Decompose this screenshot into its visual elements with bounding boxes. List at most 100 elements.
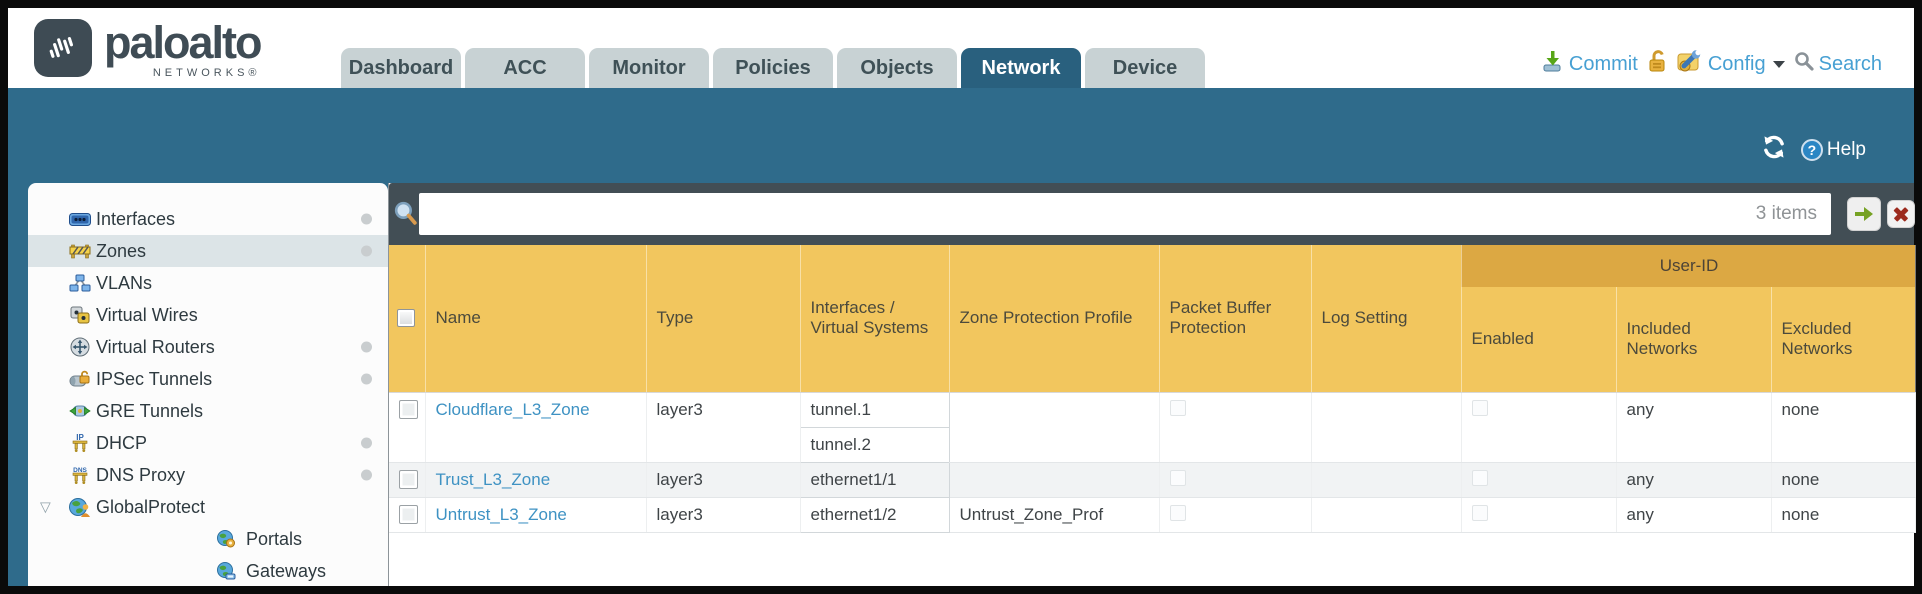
lock-icon bbox=[1647, 49, 1668, 79]
tab-monitor[interactable]: Monitor bbox=[589, 48, 709, 88]
user-id-enabled-cell bbox=[1461, 497, 1617, 533]
help-label: Help bbox=[1826, 139, 1866, 160]
col-header-name[interactable]: Name bbox=[425, 245, 647, 393]
row-select-checkbox[interactable] bbox=[399, 469, 418, 489]
portals-icon bbox=[214, 528, 238, 550]
row-select-cell bbox=[389, 392, 426, 463]
col-header-enabled[interactable]: Enabled bbox=[1461, 287, 1617, 393]
col-header-log-setting[interactable]: Log Setting bbox=[1311, 245, 1462, 393]
user-id-enabled-checkbox[interactable] bbox=[1471, 504, 1488, 521]
col-header-excluded-networks[interactable]: Excluded Networks bbox=[1771, 287, 1916, 393]
gre-tunnels-icon bbox=[68, 400, 92, 422]
row-select-cell bbox=[389, 497, 426, 533]
virtual-wires-icon bbox=[68, 304, 92, 326]
col-header-included-networks[interactable]: Included Networks bbox=[1616, 287, 1772, 393]
packet-buffer-cell bbox=[1159, 392, 1312, 463]
tab-network[interactable]: Network bbox=[961, 48, 1081, 88]
tab-dashboard[interactable]: Dashboard bbox=[341, 48, 461, 88]
log-setting-cell bbox=[1311, 392, 1462, 463]
config-label: Config bbox=[1707, 52, 1766, 75]
sidebar-item-zones[interactable]: Zones bbox=[28, 235, 388, 267]
close-icon bbox=[1888, 201, 1914, 227]
zone-name-cell: Trust_L3_Zone bbox=[425, 462, 647, 498]
commit-button[interactable]: Commit bbox=[1540, 49, 1638, 79]
sidebar-item-virtual-wires[interactable]: Virtual Wires bbox=[28, 299, 388, 331]
status-dot-icon bbox=[361, 213, 372, 225]
interface-cell: ethernet1/2 bbox=[799, 496, 950, 533]
col-header-type[interactable]: Type bbox=[646, 245, 801, 393]
sidebar-item-label: DNS Proxy bbox=[96, 464, 186, 485]
networks-label: NETWORKS® bbox=[152, 67, 261, 80]
sidebar-item-virtual-routers[interactable]: Virtual Routers bbox=[28, 331, 388, 363]
filter-toolbar: 3 items bbox=[389, 183, 1915, 245]
excluded-networks-cell: none bbox=[1771, 392, 1916, 463]
sidebar-item-globalprotect[interactable]: ▽ GlobalProtect bbox=[28, 491, 388, 523]
globalprotect-icon bbox=[68, 496, 92, 518]
clear-filter-button[interactable] bbox=[1887, 200, 1915, 228]
zone-name-cell: Untrust_L3_Zone bbox=[425, 497, 647, 533]
commit-icon bbox=[1540, 49, 1564, 79]
search-icon bbox=[1794, 51, 1814, 77]
apply-filter-button[interactable] bbox=[1847, 197, 1881, 231]
paloalto-logo: paloalto NETWORKS® bbox=[34, 17, 263, 80]
help-button[interactable]: ? Help bbox=[1800, 139, 1866, 161]
expander-icon[interactable]: ▽ bbox=[40, 498, 51, 515]
tab-device[interactable]: Device bbox=[1085, 48, 1205, 88]
sidebar-item-gre-tunnels[interactable]: GRE Tunnels bbox=[28, 395, 388, 427]
sidebar-item-gateways[interactable]: Gateways bbox=[28, 555, 388, 586]
user-id-enabled-checkbox[interactable] bbox=[1471, 469, 1488, 486]
paloalto-logo-icon bbox=[34, 19, 92, 77]
sidebar-item-label: Virtual Routers bbox=[96, 336, 215, 357]
filter-input[interactable] bbox=[419, 193, 1831, 235]
sidebar-item-label: Gateways bbox=[246, 560, 327, 581]
sidebar-item-ipsec-tunnels[interactable]: IPSec Tunnels bbox=[28, 363, 388, 395]
sidebar-item-vlans[interactable]: VLANs bbox=[28, 267, 388, 299]
col-header-interfaces[interactable]: Interfaces / Virtual Systems bbox=[800, 245, 950, 393]
packet-buffer-checkbox[interactable] bbox=[1169, 504, 1186, 521]
status-dot-icon bbox=[361, 341, 372, 353]
zones-icon bbox=[68, 240, 92, 262]
packet-buffer-cell bbox=[1159, 462, 1312, 498]
zone-name-link[interactable]: Trust_L3_Zone bbox=[435, 469, 551, 489]
tab-policies[interactable]: Policies bbox=[713, 48, 833, 88]
excluded-networks-cell: none bbox=[1771, 462, 1916, 498]
zone-name-link[interactable]: Untrust_L3_Zone bbox=[435, 504, 567, 524]
sidebar-item-label: GlobalProtect bbox=[96, 496, 206, 517]
sidebar-item-label: DHCP bbox=[96, 432, 148, 453]
config-button[interactable]: Config bbox=[1677, 49, 1785, 79]
zone-type-cell: layer3 bbox=[646, 462, 801, 498]
sidebar-item-interfaces[interactable]: Interfaces bbox=[28, 203, 388, 235]
sidebar-item-label: Interfaces bbox=[96, 208, 176, 229]
main-panel: 3 items Name bbox=[388, 183, 1916, 586]
col-header-zone-protection-profile[interactable]: Zone Protection Profile bbox=[949, 245, 1160, 393]
row-select-checkbox[interactable] bbox=[399, 504, 418, 524]
vlans-icon bbox=[68, 272, 92, 294]
lock-button[interactable] bbox=[1647, 49, 1668, 79]
brand-name: paloalto bbox=[104, 17, 263, 68]
packet-buffer-checkbox[interactable] bbox=[1169, 399, 1186, 416]
refresh-button[interactable] bbox=[1759, 134, 1789, 166]
zone-protection-profile-cell bbox=[949, 392, 1160, 463]
global-search-button[interactable]: Search bbox=[1794, 51, 1882, 77]
tab-acc[interactable]: ACC bbox=[465, 48, 585, 88]
zone-name-link[interactable]: Cloudflare_L3_Zone bbox=[435, 399, 590, 419]
sidebar-item-label: IPSec Tunnels bbox=[96, 368, 213, 389]
row-select-checkbox[interactable] bbox=[399, 399, 418, 419]
filter-search-icon bbox=[393, 200, 418, 232]
tab-objects[interactable]: Objects bbox=[837, 48, 957, 88]
sidebar-item-portals[interactable]: Portals bbox=[28, 523, 388, 555]
col-header-packet-buffer-protection[interactable]: Packet Buffer Protection bbox=[1159, 245, 1312, 393]
user-id-enabled-checkbox[interactable] bbox=[1471, 399, 1488, 416]
packet-buffer-checkbox[interactable] bbox=[1169, 469, 1186, 486]
select-all-checkbox[interactable] bbox=[397, 309, 415, 328]
search-label: Search bbox=[1818, 52, 1882, 75]
filter-searchbox: 3 items bbox=[419, 193, 1831, 235]
